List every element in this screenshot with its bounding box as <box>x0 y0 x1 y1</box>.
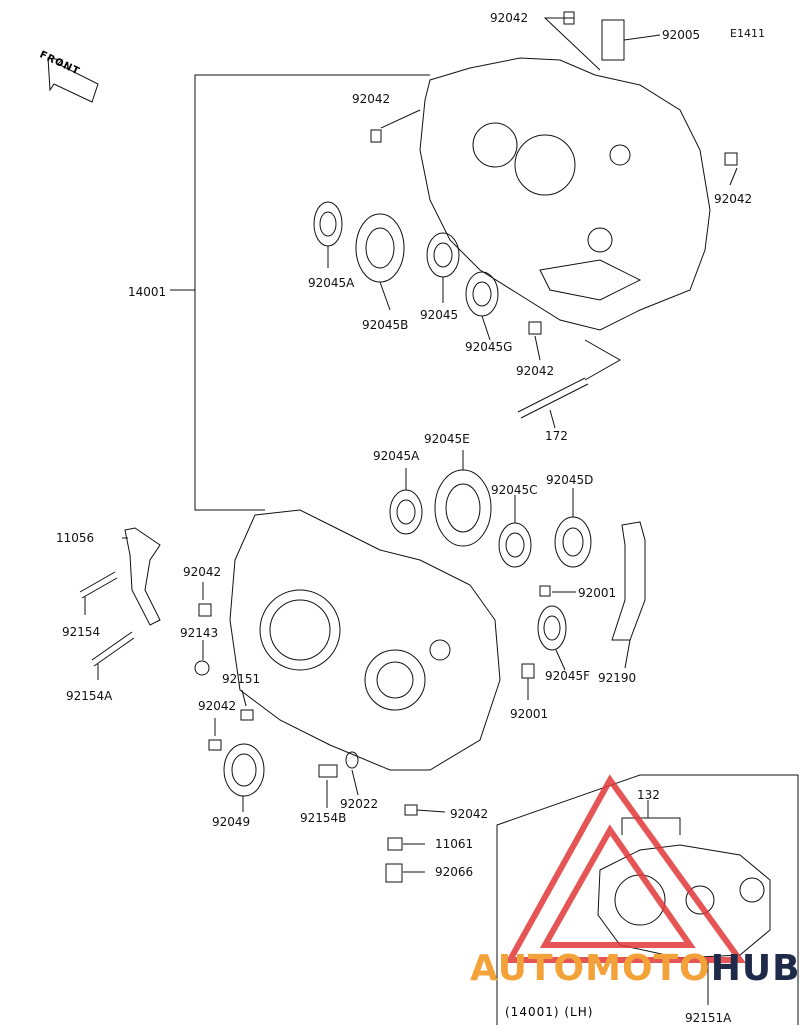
part-label: 92042 <box>450 807 489 821</box>
part-label: 92001 <box>510 707 549 721</box>
part-label: 92143 <box>180 626 219 640</box>
part-label: 92045A <box>373 449 420 463</box>
front-arrow-icon <box>47 57 99 103</box>
part-label: 92005 <box>662 28 701 42</box>
part-label: 92042 <box>714 192 753 206</box>
part-label: 92045G <box>465 340 513 354</box>
part-label: 92042 <box>183 565 222 579</box>
part-label: 92151A <box>685 1011 732 1025</box>
part-label: 172 <box>545 429 568 443</box>
part-label: 92049 <box>212 815 251 829</box>
diagram-code: E1411 <box>730 27 765 40</box>
part-label: 92045A <box>308 276 355 290</box>
part-label: 92154A <box>66 689 113 703</box>
part-label: 92045F <box>545 669 591 683</box>
part-label: 92022 <box>340 797 379 811</box>
part-label: 92154 <box>62 625 101 639</box>
part-label: 92045 <box>420 308 459 322</box>
part-label: 92001 <box>578 586 617 600</box>
part-label: 92042 <box>198 699 237 713</box>
part-label: 92151 <box>222 672 261 686</box>
part-label: 92045D <box>546 473 594 487</box>
part-label: 11061 <box>435 837 474 851</box>
part-label: 92045C <box>491 483 538 497</box>
part-label: 132 <box>637 788 660 802</box>
part-label: 92045B <box>362 318 409 332</box>
watermark-logo <box>504 774 746 963</box>
watermark-text: AUTOMOTOHUB <box>470 948 800 989</box>
part-label: 92042 <box>490 11 529 25</box>
part-label: 92042 <box>516 364 555 378</box>
part-label: 14001 <box>128 285 167 299</box>
part-label: 92154B <box>300 811 347 825</box>
part-label: 92190 <box>598 671 637 685</box>
inset-caption: (14001) (LH) <box>505 1005 594 1019</box>
part-label: 11056 <box>56 531 95 545</box>
part-label: 92042 <box>352 92 391 106</box>
part-label: 92045E <box>424 432 470 446</box>
part-label: 92066 <box>435 865 474 879</box>
